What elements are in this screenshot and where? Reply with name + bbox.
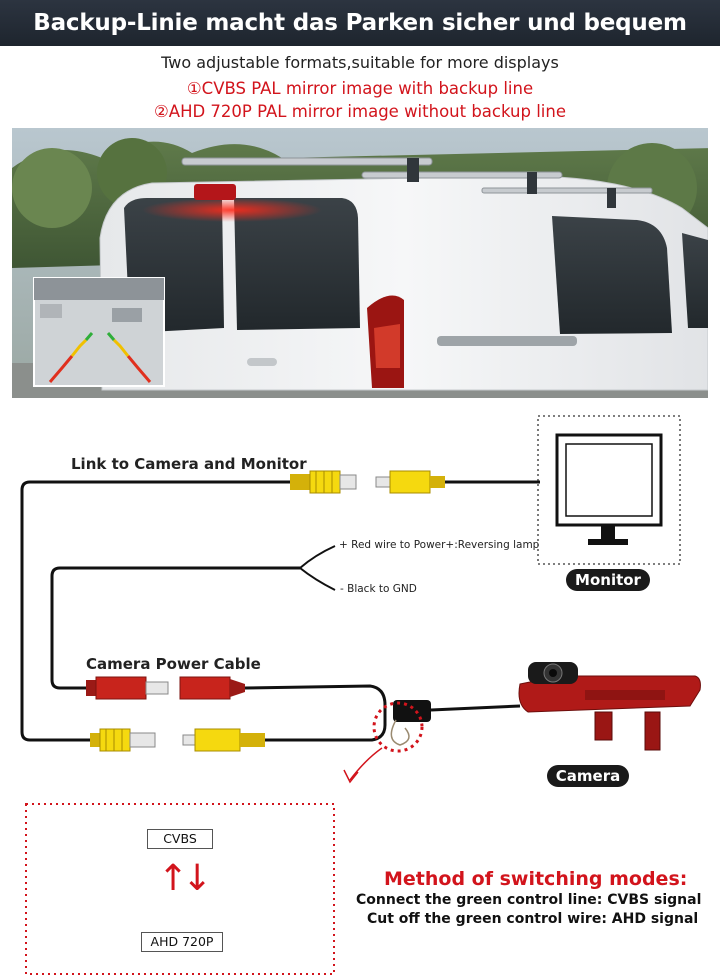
monitor-box	[537, 415, 681, 565]
green-control-wire-highlight	[372, 701, 424, 753]
link-label: Link to Camera and Monitor	[71, 455, 307, 473]
mode-cvbs-tag: CVBS	[147, 829, 213, 849]
black-wire-label: - Black to GND	[340, 583, 417, 595]
swap-arrows-icon: ↑↓	[158, 858, 212, 899]
intro-line-ahd: ②AHD 720P PAL mirror image without backu…	[153, 102, 566, 121]
intro-line-formats: Two adjustable formats,suitable for more…	[161, 53, 559, 72]
camera-label: Camera	[547, 765, 629, 787]
switching-title: Method of switching modes:	[384, 868, 688, 890]
switching-line-cut: Cut off the green control wire: AHD sign…	[367, 911, 699, 927]
power-connector-male	[86, 676, 169, 700]
power-cable-label: Camera Power Cable	[86, 655, 261, 673]
monitor-icon	[555, 433, 663, 545]
rca-connector-top-female	[375, 470, 445, 494]
control-box	[393, 700, 431, 722]
intro-line-cvbs: ①CVBS PAL mirror image with backup line	[186, 79, 534, 98]
camera-brake-light	[518, 662, 701, 751]
red-wire-label: + Red wire to Power+:Reversing lamp	[339, 539, 540, 551]
mode-ahd-tag: AHD 720P	[141, 932, 223, 952]
rca-connector-bottom-male	[90, 728, 156, 752]
monitor-label: Monitor	[566, 569, 650, 591]
page-title: Backup-Linie macht das Parken sicher und…	[33, 10, 687, 36]
van-photo	[12, 128, 708, 398]
rca-connector-bottom-female	[182, 728, 265, 752]
header-banner: Backup-Linie macht das Parken sicher und…	[0, 0, 720, 46]
switching-line-connect: Connect the green control line: CVBS sig…	[356, 892, 702, 908]
rca-connector-top-male	[290, 470, 357, 494]
power-connector-female	[179, 676, 245, 700]
van-illustration	[12, 128, 708, 398]
